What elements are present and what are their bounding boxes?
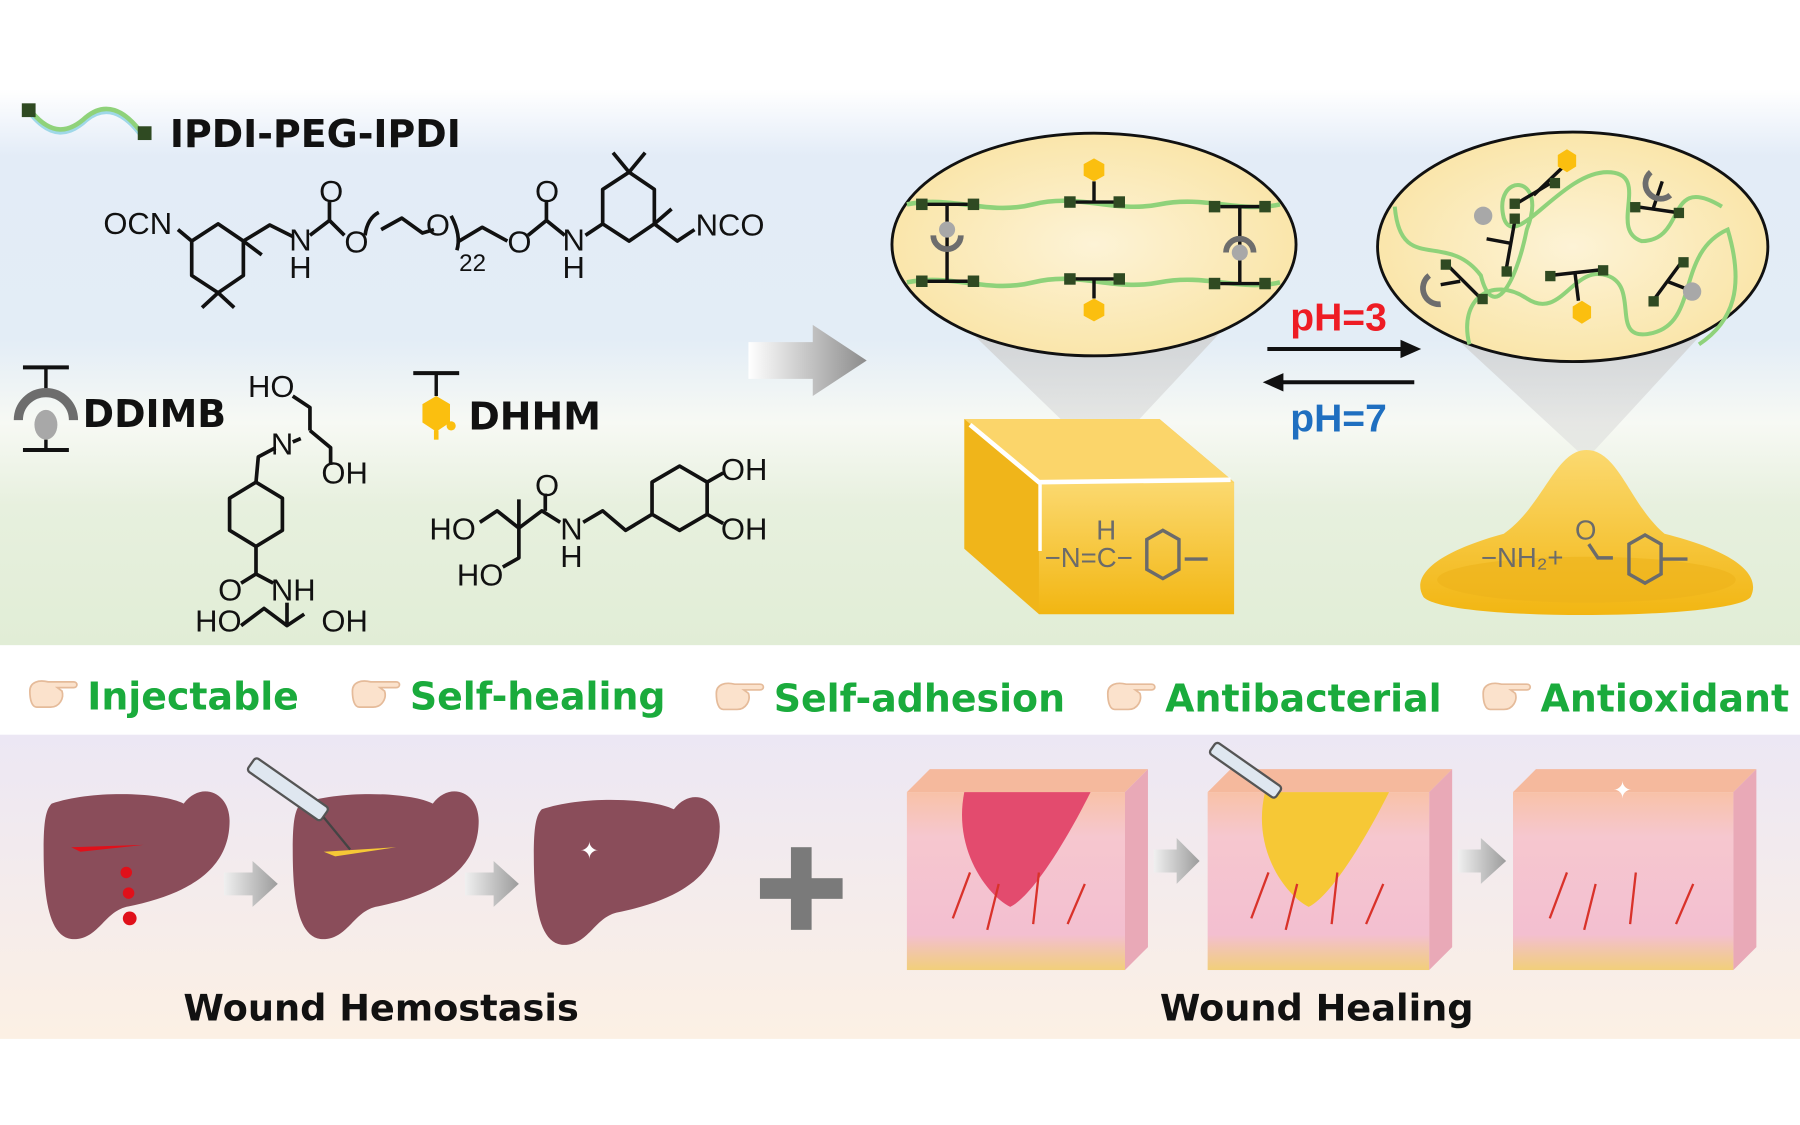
gel-h-label: H	[1096, 515, 1116, 546]
liver-healed: ✦	[533, 797, 720, 945]
atom-o: O	[319, 174, 343, 209]
feature-label: Self-adhesion	[774, 677, 1065, 721]
imine-bond-label: −N=C−	[1045, 542, 1133, 573]
atom-o: O	[344, 225, 368, 260]
sol-drop: −NH₂+ O	[1420, 450, 1754, 616]
dhhm-icon	[413, 371, 460, 440]
atom-oh: OH	[321, 603, 367, 638]
syringe-icon	[1208, 741, 1283, 799]
sparkle-icon: ✦	[1613, 778, 1632, 803]
polymer-label: IPDI-PEG-IPDI	[170, 112, 461, 156]
atom-oh: OH	[721, 512, 767, 547]
ocn-group: OCN	[103, 206, 172, 241]
feature-list: Injectable Self-healing Self-adhesion An…	[28, 674, 1790, 721]
forward-arrow-icon	[1267, 339, 1422, 359]
feature-injectable: Injectable	[28, 674, 299, 718]
atom-o: O	[535, 174, 559, 209]
pointing-hand-icon	[1106, 682, 1156, 711]
feature-antibacterial: Antibacterial	[1106, 677, 1442, 721]
aldehyde-o-label: O	[1575, 515, 1596, 546]
reverse-arrow-icon	[1262, 373, 1415, 392]
atom-nh: NH	[271, 572, 316, 607]
wound-healing-caption: Wound Healing	[1160, 987, 1474, 1030]
pointing-hand-icon	[1482, 682, 1532, 711]
dhhm-structure: O HO N H HO OH OH	[429, 452, 767, 593]
liver-bleeding	[43, 791, 230, 940]
feature-label: Injectable	[87, 674, 299, 718]
atom-ho: HO	[429, 512, 475, 547]
gel-cube: H −N=C−	[964, 419, 1235, 615]
feature-label: Self-healing	[410, 674, 666, 718]
atom-h: H	[289, 250, 311, 285]
ddimb-label: DDIMB	[83, 392, 227, 436]
atom-oh: OH	[721, 452, 767, 487]
repeat-count: 22	[459, 250, 486, 277]
big-arrow-icon	[748, 324, 867, 397]
atom-h: H	[563, 250, 585, 285]
step-arrow-icon	[223, 860, 278, 907]
gel-network-zoom	[890, 131, 1298, 358]
liver-injection	[246, 757, 479, 940]
atom-o: O	[507, 225, 531, 260]
amine-label: −NH₂+	[1481, 542, 1564, 573]
syringe-icon	[246, 757, 352, 851]
skin-hydrogel-injection	[1207, 741, 1453, 971]
skin-wound	[906, 769, 1148, 971]
atom-oh: OH	[321, 455, 367, 490]
step-arrow-icon	[464, 860, 519, 907]
ph-3-label: pH=3	[1290, 297, 1387, 340]
pointing-hand-icon	[28, 680, 78, 709]
ph-7-label: pH=7	[1290, 398, 1387, 441]
pointing-hand-icon	[715, 682, 765, 711]
pointing-hand-icon	[351, 680, 401, 709]
dhhm-label: DHHM	[468, 394, 601, 438]
atom-h: H	[560, 539, 582, 574]
feature-self-adhesion: Self-adhesion	[715, 677, 1065, 721]
atom-o: O	[426, 207, 450, 242]
feature-label: Antioxidant	[1541, 677, 1790, 721]
feature-self-healing: Self-healing	[351, 674, 666, 718]
atom-n: N	[271, 427, 293, 462]
ddimb-icon	[13, 365, 79, 453]
atom-n: N	[563, 222, 585, 257]
ipdi-peg-ipdi-structure: OCN N H O O O 22 O O N H NCO	[103, 151, 765, 309]
atom-ho: HO	[195, 603, 241, 638]
step-arrow-icon	[1153, 838, 1200, 884]
step-arrow-icon	[1457, 838, 1507, 884]
polymer-chain-icon	[21, 103, 152, 141]
feature-antioxidant: Antioxidant	[1482, 677, 1790, 721]
atom-n: N	[289, 222, 311, 257]
feature-label: Antibacterial	[1165, 677, 1441, 721]
sparkle-icon: ✦	[580, 839, 599, 864]
ddimb-structure: HO N OH O NH HO OH	[195, 369, 368, 638]
plus-icon	[759, 847, 843, 930]
atom-ho: HO	[248, 369, 294, 404]
atom-o: O	[535, 468, 559, 503]
atom-o: O	[218, 572, 242, 607]
sol-network-zoom	[1376, 130, 1770, 364]
wound-hemostasis-caption: Wound Hemostasis	[183, 987, 578, 1030]
atom-n: N	[560, 512, 582, 547]
nco-group: NCO	[696, 207, 765, 242]
atom-ho: HO	[457, 557, 503, 592]
skin-healed: ✦	[1513, 769, 1757, 971]
